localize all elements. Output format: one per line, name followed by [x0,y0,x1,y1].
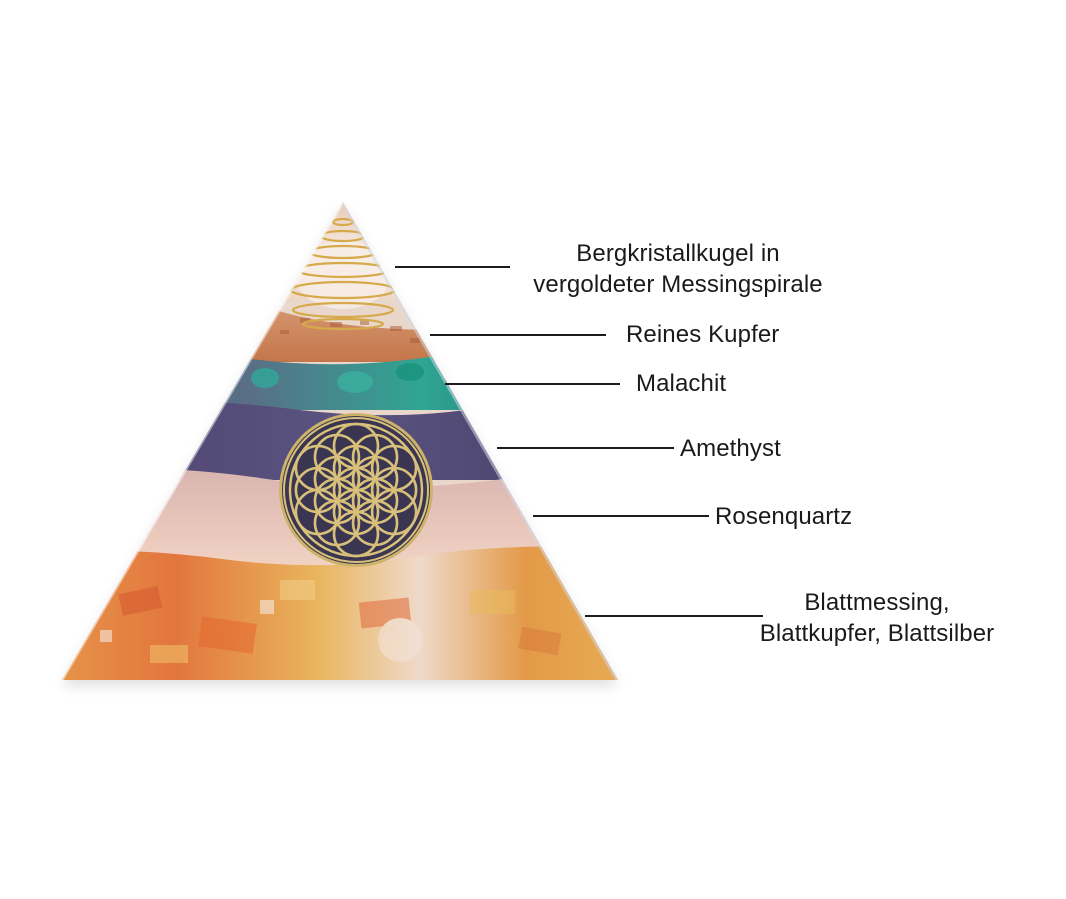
leader-line-rosenquartz [533,515,709,517]
label-line: Blattkupfer, Blattsilber [759,620,995,647]
leader-line-malachit [445,383,620,385]
label-line: vergoldeter Messingspirale [533,271,823,298]
flower-of-life-icon [279,413,433,567]
leader-line-blattmetalle [585,615,763,617]
leader-line-bergkristall [395,266,510,268]
label-malachit: Malachit [636,368,726,399]
label-amethyst: Amethyst [680,433,781,464]
label-line: Rosenquartz [715,503,853,530]
label-kupfer: Reines Kupfer [626,319,779,350]
label-line: Reines Kupfer [626,321,780,348]
leader-line-kupfer [430,334,606,336]
label-line: Blattmessing, [804,589,950,616]
layer-leaf-metals [62,546,618,680]
label-line: Bergkristallkugel in [576,240,780,267]
label-blattmetalle: Blattmessing, Blattkupfer, Blattsilber [744,587,1010,649]
label-rosenquartz: Rosenquartz [715,501,852,532]
leader-line-amethyst [497,447,674,449]
label-bergkristall: Bergkristallkugel in vergoldeter Messing… [518,238,838,300]
label-line: Amethyst [680,435,781,462]
label-line: Malachit [636,370,727,397]
